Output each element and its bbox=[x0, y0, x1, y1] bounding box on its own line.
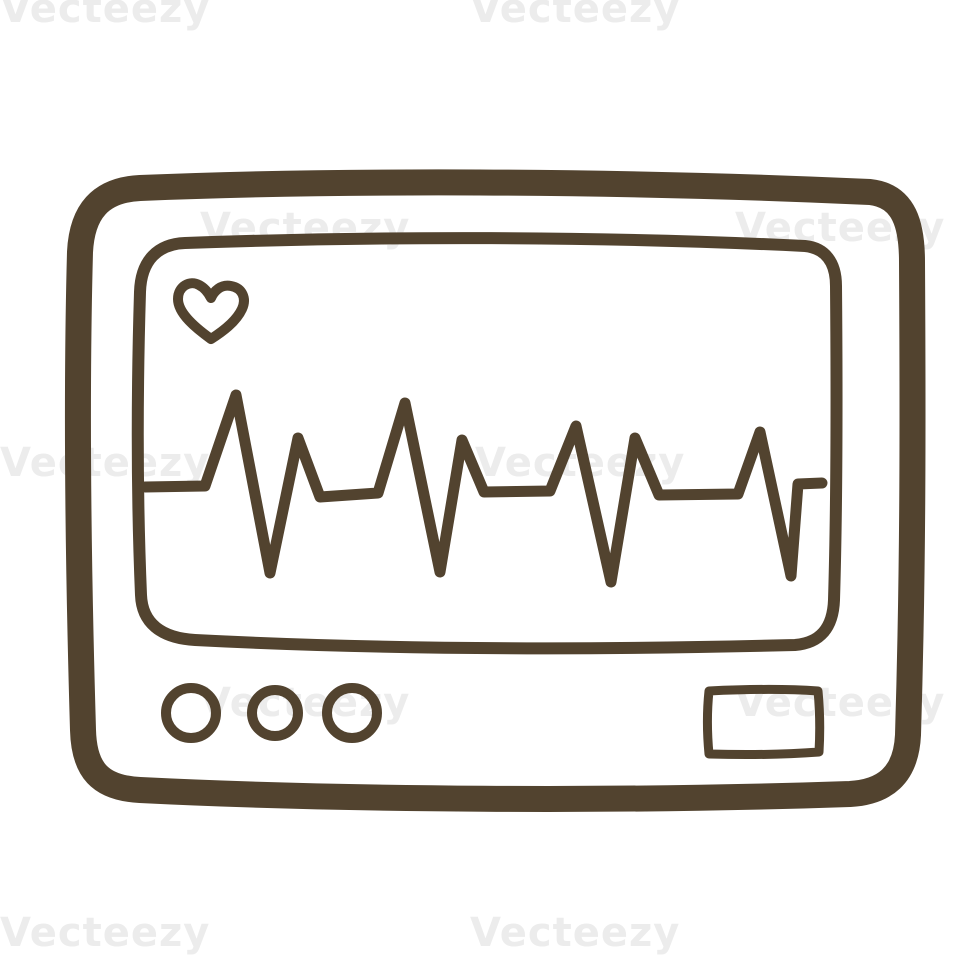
control-button bbox=[322, 683, 382, 743]
heart-icon bbox=[173, 278, 249, 344]
control-button bbox=[247, 685, 303, 741]
control-button bbox=[161, 683, 221, 743]
heartbeat-line-icon bbox=[139, 389, 828, 588]
monitor-screen bbox=[131, 232, 843, 655]
watermark: Vecteezy bbox=[470, 910, 681, 956]
watermark: Vecteezy bbox=[0, 910, 211, 956]
display-panel bbox=[703, 685, 825, 760]
watermark: Vecteezy bbox=[470, 0, 681, 32]
monitor-outer-frame bbox=[64, 169, 926, 812]
watermark: Vecteezy bbox=[0, 440, 211, 486]
watermark: Vecteezy bbox=[0, 0, 211, 32]
